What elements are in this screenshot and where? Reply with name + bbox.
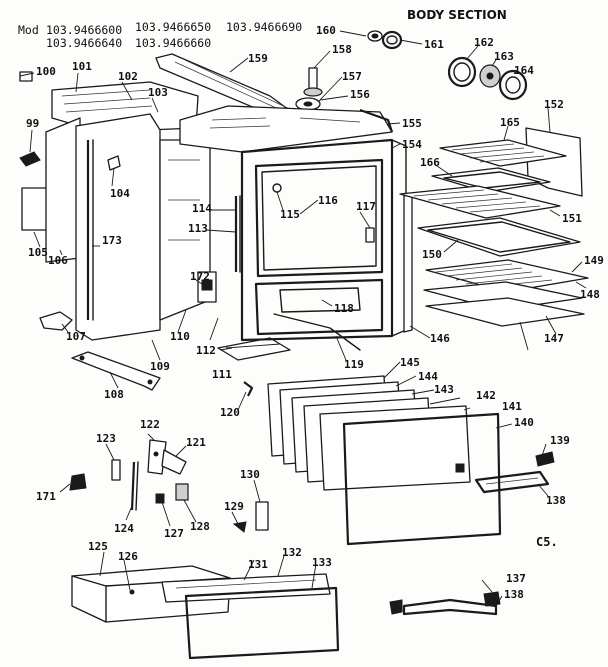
mod-prefix: Mod (18, 23, 39, 37)
part-label: 138 (546, 494, 566, 507)
oven-body (179, 105, 413, 351)
part-label: 145 (400, 356, 420, 369)
part-label: 154 (402, 138, 422, 151)
part-label: 107 (66, 330, 86, 343)
part-label: 113 (188, 222, 208, 235)
model-number: 103.9466650 (135, 20, 211, 34)
part-label: 161 (424, 38, 444, 51)
part-label: 130 (240, 468, 260, 481)
part-label: 139 (550, 434, 570, 447)
part-label: 108 (104, 388, 124, 401)
part-label: 157 (342, 70, 362, 83)
part-label: 163 (494, 50, 514, 63)
hinge-hardware (69, 439, 269, 533)
part-label: 103 (148, 86, 168, 99)
part-label: 150 (422, 248, 442, 261)
part-labels: 100 101 102 103 99 104 105 106 173 107 1… (26, 24, 604, 601)
part-label: 140 (514, 416, 534, 429)
part-label: 159 (248, 52, 268, 65)
part-label: 125 (88, 540, 108, 553)
oven-door-stack (267, 375, 555, 546)
part-label: 158 (332, 43, 352, 56)
part-label: 160 (316, 24, 336, 37)
part-label: 115 (280, 208, 300, 221)
part-label: 106 (48, 254, 68, 267)
part-label: 124 (114, 522, 134, 535)
part-label: 166 (420, 156, 440, 169)
part-label: 118 (334, 302, 354, 315)
model-number: 103.9466660 (135, 36, 211, 50)
part-label: 146 (430, 332, 450, 345)
part-label: 133 (312, 556, 332, 569)
part-label: 144 (418, 370, 438, 383)
part-label: 172 (190, 270, 210, 283)
part-label: 119 (344, 358, 364, 371)
part-label: 131 (248, 558, 268, 571)
part-label: 99 (26, 117, 39, 130)
model-number: 103.9466640 (46, 36, 122, 50)
part-label: 147 (544, 332, 564, 345)
part-label: 109 (150, 360, 170, 373)
racks-and-pans (399, 127, 589, 327)
part-label: 127 (164, 527, 184, 540)
left-panels (19, 71, 291, 397)
part-label: 101 (72, 60, 92, 73)
part-label: 104 (110, 187, 130, 200)
part-label: 102 (118, 70, 138, 83)
top-parts (155, 30, 528, 123)
part-label: 148 (580, 288, 600, 301)
part-label: 151 (562, 212, 582, 225)
section-title: BODY SECTION (407, 8, 507, 22)
part-label: 149 (584, 254, 604, 267)
model-number: 103.9466600 (46, 23, 122, 37)
part-label: 156 (350, 88, 370, 101)
part-label: 120 (220, 406, 240, 419)
part-label: 123 (96, 432, 116, 445)
drawer-handle (389, 591, 501, 616)
diagram-caption: C5. (536, 535, 558, 549)
model-header: Mod 103.9466600 103.9466650 103.9466690 … (18, 20, 302, 50)
part-label: 114 (192, 202, 212, 215)
model-number: 103.9466690 (226, 20, 302, 34)
part-label: 110 (170, 330, 190, 343)
part-label: 143 (434, 383, 454, 396)
part-label: 132 (282, 546, 302, 559)
part-label: 117 (356, 200, 376, 213)
part-label: 112 (196, 344, 216, 357)
part-label: 129 (224, 500, 244, 513)
part-label: 173 (102, 234, 122, 247)
part-label: 111 (212, 368, 232, 381)
part-label: 171 (36, 490, 56, 503)
part-label: 152 (544, 98, 564, 111)
part-label: 121 (186, 436, 206, 449)
part-label: 128 (190, 520, 210, 533)
part-label: 142 (476, 389, 496, 402)
part-label: 138 (504, 588, 524, 601)
part-label: 137 (506, 572, 526, 585)
leader-lines (19, 30, 587, 607)
storage-drawer (71, 565, 340, 660)
part-label: 126 (118, 550, 138, 563)
part-label: 141 (502, 400, 522, 413)
part-label: 164 (514, 64, 534, 77)
part-label: 155 (402, 117, 422, 130)
part-label: 116 (318, 194, 338, 207)
part-label: 162 (474, 36, 494, 49)
part-label: 100 (36, 65, 56, 78)
part-label: 165 (500, 116, 520, 129)
part-label: 105 (28, 246, 48, 259)
part-label: 122 (140, 418, 160, 431)
